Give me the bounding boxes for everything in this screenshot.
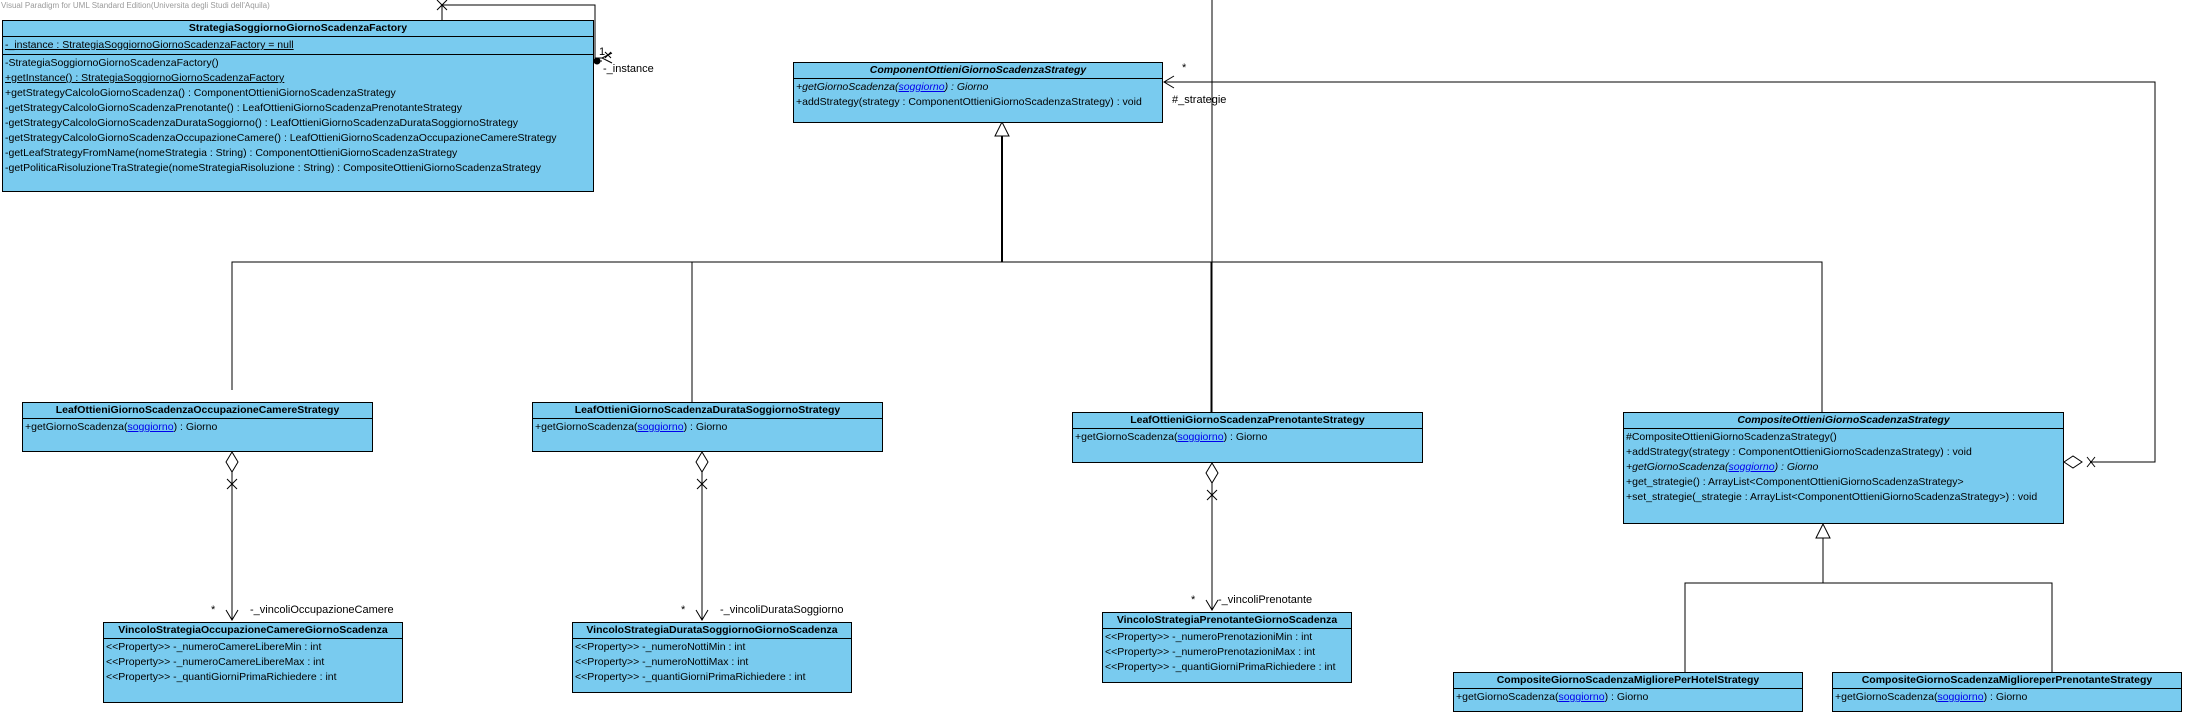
operation-row: +addStrategy(strategy : ComponentOttieni… bbox=[1626, 446, 1972, 458]
class-vincolo-durata[interactable]: VincoloStrategiaDurataSoggiornoGiornoSca… bbox=[572, 622, 852, 693]
vincolo-pren-role: -_vincoliPrenotante bbox=[1218, 594, 1313, 606]
attribute-row: <<Property>> -_numeroCamereLibereMax : i… bbox=[106, 656, 325, 668]
class-vincolo-prenotante[interactable]: VincoloStrategiaPrenotanteGiornoScadenza… bbox=[1102, 612, 1352, 683]
attribute-row: <<Property>> -_quantiGiorniPrimaRichiede… bbox=[575, 671, 806, 683]
class-leaf-durata[interactable]: LeafOttieniGiornoScadenzaDurataSoggiorno… bbox=[532, 402, 883, 452]
vincolo-occ-diamond bbox=[225, 451, 239, 473]
soggiorno-link[interactable]: soggiorno bbox=[1728, 461, 1775, 473]
operation-row: -getStrategyCalcoloGiornoScadenzaDurataS… bbox=[5, 117, 519, 129]
vincolo-pren-arrowhead bbox=[1205, 599, 1219, 611]
composite-generalization-tree bbox=[1684, 582, 2053, 672]
operations-compartment: +getGiornoScadenza(soggiorno) : Giorno bbox=[1833, 689, 2181, 706]
attribute-row: <<Property>> -_numeroNottiMin : int bbox=[575, 641, 746, 653]
strategie-association-line bbox=[1164, 81, 2156, 463]
composite-generalization-arrowhead bbox=[1815, 522, 1831, 539]
operation-row: +getGiornoScadenza(soggiorno) : Giorno bbox=[1835, 691, 2028, 703]
attributes-compartment: <<Property>> -_numeroCamereLibereMin : i… bbox=[104, 639, 402, 686]
operation-row: +getGiornoScadenza(soggiorno) : Giorno bbox=[1075, 431, 1268, 443]
class-name: CompositeOttieniGiornoScadenzaStrategy bbox=[1624, 413, 2063, 429]
vincolo-dur-multiplicity: * bbox=[681, 604, 686, 616]
vincolo-occ-role: -_vincoliOccupazioneCamere bbox=[250, 604, 394, 616]
attribute-row: -_instance : StrategiaSoggiornoGiornoSca… bbox=[5, 39, 294, 51]
operation-row: +getGiornoScadenza(soggiorno) : Giorno bbox=[796, 81, 989, 93]
soggiorno-link[interactable]: soggiorno bbox=[1558, 691, 1605, 703]
class-name: CompositeGiornoScadenzaMigliorePerHotelS… bbox=[1454, 673, 1802, 689]
attribute-row: <<Property>> -_numeroCamereLibereMin : i… bbox=[106, 641, 322, 653]
attribute-row: <<Property>> -_numeroNottiMax : int bbox=[575, 656, 749, 668]
operations-compartment: +getGiornoScadenza(soggiorno) : Giorno bbox=[23, 419, 372, 436]
attribute-row: <<Property>> -_quantiGiorniPrimaRichiede… bbox=[1105, 661, 1336, 673]
class-name: VincoloStrategiaPrenotanteGiornoScadenza bbox=[1103, 613, 1351, 629]
vincolo-pren-diamond bbox=[1205, 462, 1219, 484]
vincolo-occ-multiplicity: * bbox=[211, 604, 216, 616]
attributes-compartment: -_instance : StrategiaSoggiornoGiornoSca… bbox=[3, 37, 593, 55]
operations-compartment: +getGiornoScadenza(soggiorno) : Giorno bbox=[1073, 429, 1422, 446]
class-name: LeafOttieniGiornoScadenzaPrenotanteStrat… bbox=[1073, 413, 1422, 429]
attributes-compartment: <<Property>> -_numeroPrenotazioniMin : i… bbox=[1103, 629, 1351, 676]
attribute-row: <<Property>> -_quantiGiorniPrimaRichiede… bbox=[106, 671, 337, 683]
class-name: CompositeGiornoScadenzaMiglioreperPrenot… bbox=[1833, 673, 2181, 689]
generalization-arrowhead bbox=[994, 120, 1010, 137]
soggiorno-link[interactable]: soggiorno bbox=[637, 421, 684, 433]
vincolo-dur-diamond bbox=[695, 451, 709, 473]
operation-row: +get_strategie() : ArrayList<ComponentOt… bbox=[1626, 476, 1964, 488]
class-composite-prenotante[interactable]: CompositeGiornoScadenzaMiglioreperPrenot… bbox=[1832, 672, 2182, 712]
attribute-row: <<Property>> -_numeroPrenotazioniMax : i… bbox=[1105, 646, 1316, 658]
class-leaf-occupazione[interactable]: LeafOttieniGiornoScadenzaOccupazioneCame… bbox=[22, 402, 373, 452]
soggiorno-link[interactable]: soggiorno bbox=[1177, 431, 1224, 443]
operation-row: -getStrategyCalcoloGiornoScadenzaOccupaz… bbox=[5, 132, 557, 144]
class-leaf-prenotante[interactable]: LeafOttieniGiornoScadenzaPrenotanteStrat… bbox=[1072, 412, 1423, 463]
operation-row: +getGiornoScadenza(soggiorno) : Giorno bbox=[535, 421, 728, 433]
class-strategia-factory[interactable]: StrategiaSoggiornoGiornoScadenzaFactory … bbox=[2, 20, 594, 192]
operation-row: -getLeafStrategyFromName(nomeStrategia :… bbox=[5, 147, 458, 159]
vincolo-pren-multiplicity: * bbox=[1191, 594, 1196, 606]
class-name: VincoloStrategiaDurataSoggiornoGiornoSca… bbox=[573, 623, 851, 639]
generalization-tree-horizontal bbox=[231, 261, 1823, 412]
vincolo-dur-arrowhead bbox=[695, 609, 709, 621]
operations-compartment: +getGiornoScadenza(soggiorno) : Giorno bbox=[1454, 689, 1802, 706]
operation-row: +addStrategy(strategy : ComponentOttieni… bbox=[796, 96, 1142, 108]
strategie-arrowhead bbox=[1163, 75, 1175, 89]
self-association-x2 bbox=[604, 51, 612, 59]
vincolo-occ-arrowhead bbox=[225, 609, 239, 621]
vincolo-dur-role: -_vincoliDurataSoggiorno bbox=[720, 604, 844, 616]
self-association-x bbox=[436, 0, 448, 11]
operation-row: +set_strategie(_strategie : ArrayList<Co… bbox=[1626, 491, 2038, 503]
strategie-diamond bbox=[2063, 455, 2083, 469]
attribute-row: <<Property>> -_numeroPrenotazioniMin : i… bbox=[1105, 631, 1313, 643]
operation-row: -getStrategyCalcoloGiornoScadenzaPrenota… bbox=[5, 102, 463, 114]
class-name: ComponentOttieniGiornoScadenzaStrategy bbox=[794, 63, 1162, 79]
class-name: StrategiaSoggiornoGiornoScadenzaFactory bbox=[3, 21, 593, 37]
soggiorno-link[interactable]: soggiorno bbox=[898, 81, 945, 93]
operations-compartment: -StrategiaSoggiornoGiornoScadenzaFactory… bbox=[3, 55, 593, 177]
attributes-compartment: <<Property>> -_numeroNottiMin : int <<Pr… bbox=[573, 639, 851, 686]
operation-row: -getPoliticaRisoluzioneTraStrategie(nome… bbox=[5, 162, 541, 174]
operations-compartment: +getGiornoScadenza(soggiorno) : Giorno bbox=[533, 419, 882, 436]
soggiorno-link[interactable]: soggiorno bbox=[127, 421, 174, 433]
class-composite-strategy[interactable]: CompositeOttieniGiornoScadenzaStrategy #… bbox=[1623, 412, 2064, 524]
operations-compartment: +getGiornoScadenza(soggiorno) : Giorno +… bbox=[794, 79, 1162, 111]
self-multiplicity-label: 1 bbox=[599, 46, 606, 58]
operation-row: +getInstance() : StrategiaSoggiornoGiorn… bbox=[5, 72, 285, 84]
operations-compartment: #CompositeOttieniGiornoScadenzaStrategy(… bbox=[1624, 429, 2063, 506]
operation-row: #CompositeOttieniGiornoScadenzaStrategy(… bbox=[1626, 431, 1837, 443]
class-vincolo-occupazione[interactable]: VincoloStrategiaOccupazioneCamereGiornoS… bbox=[103, 622, 403, 703]
operation-row: +getGiornoScadenza(soggiorno) : Giorno bbox=[1456, 691, 1649, 703]
class-name: VincoloStrategiaOccupazioneCamereGiornoS… bbox=[104, 623, 402, 639]
class-composite-hotel[interactable]: CompositeGiornoScadenzaMigliorePerHotelS… bbox=[1453, 672, 1803, 712]
class-component-strategy[interactable]: ComponentOttieniGiornoScadenzaStrategy +… bbox=[793, 62, 1163, 123]
operation-row: -StrategiaSoggiornoGiornoScadenzaFactory… bbox=[5, 57, 219, 69]
operation-row: +getGiornoScadenza(soggiorno) : Giorno bbox=[25, 421, 218, 433]
strategie-x bbox=[2086, 456, 2096, 468]
operation-row: +getGiornoScadenza(soggiorno) : Giorno bbox=[1626, 461, 1819, 473]
class-name: LeafOttieniGiornoScadenzaOccupazioneCame… bbox=[23, 403, 372, 419]
strategie-multiplicity-label: * bbox=[1182, 62, 1187, 74]
operation-row: +getStrategyCalcoloGiornoScadenza() : Co… bbox=[5, 87, 396, 99]
class-name: LeafOttieniGiornoScadenzaDurataSoggiorno… bbox=[533, 403, 882, 419]
soggiorno-link[interactable]: soggiorno bbox=[1937, 691, 1984, 703]
self-role-label: -_instance bbox=[603, 63, 654, 75]
strategie-role-label: #_strategie bbox=[1172, 94, 1227, 106]
watermark: Visual Paradigm for UML Standard Edition… bbox=[1, 1, 270, 10]
